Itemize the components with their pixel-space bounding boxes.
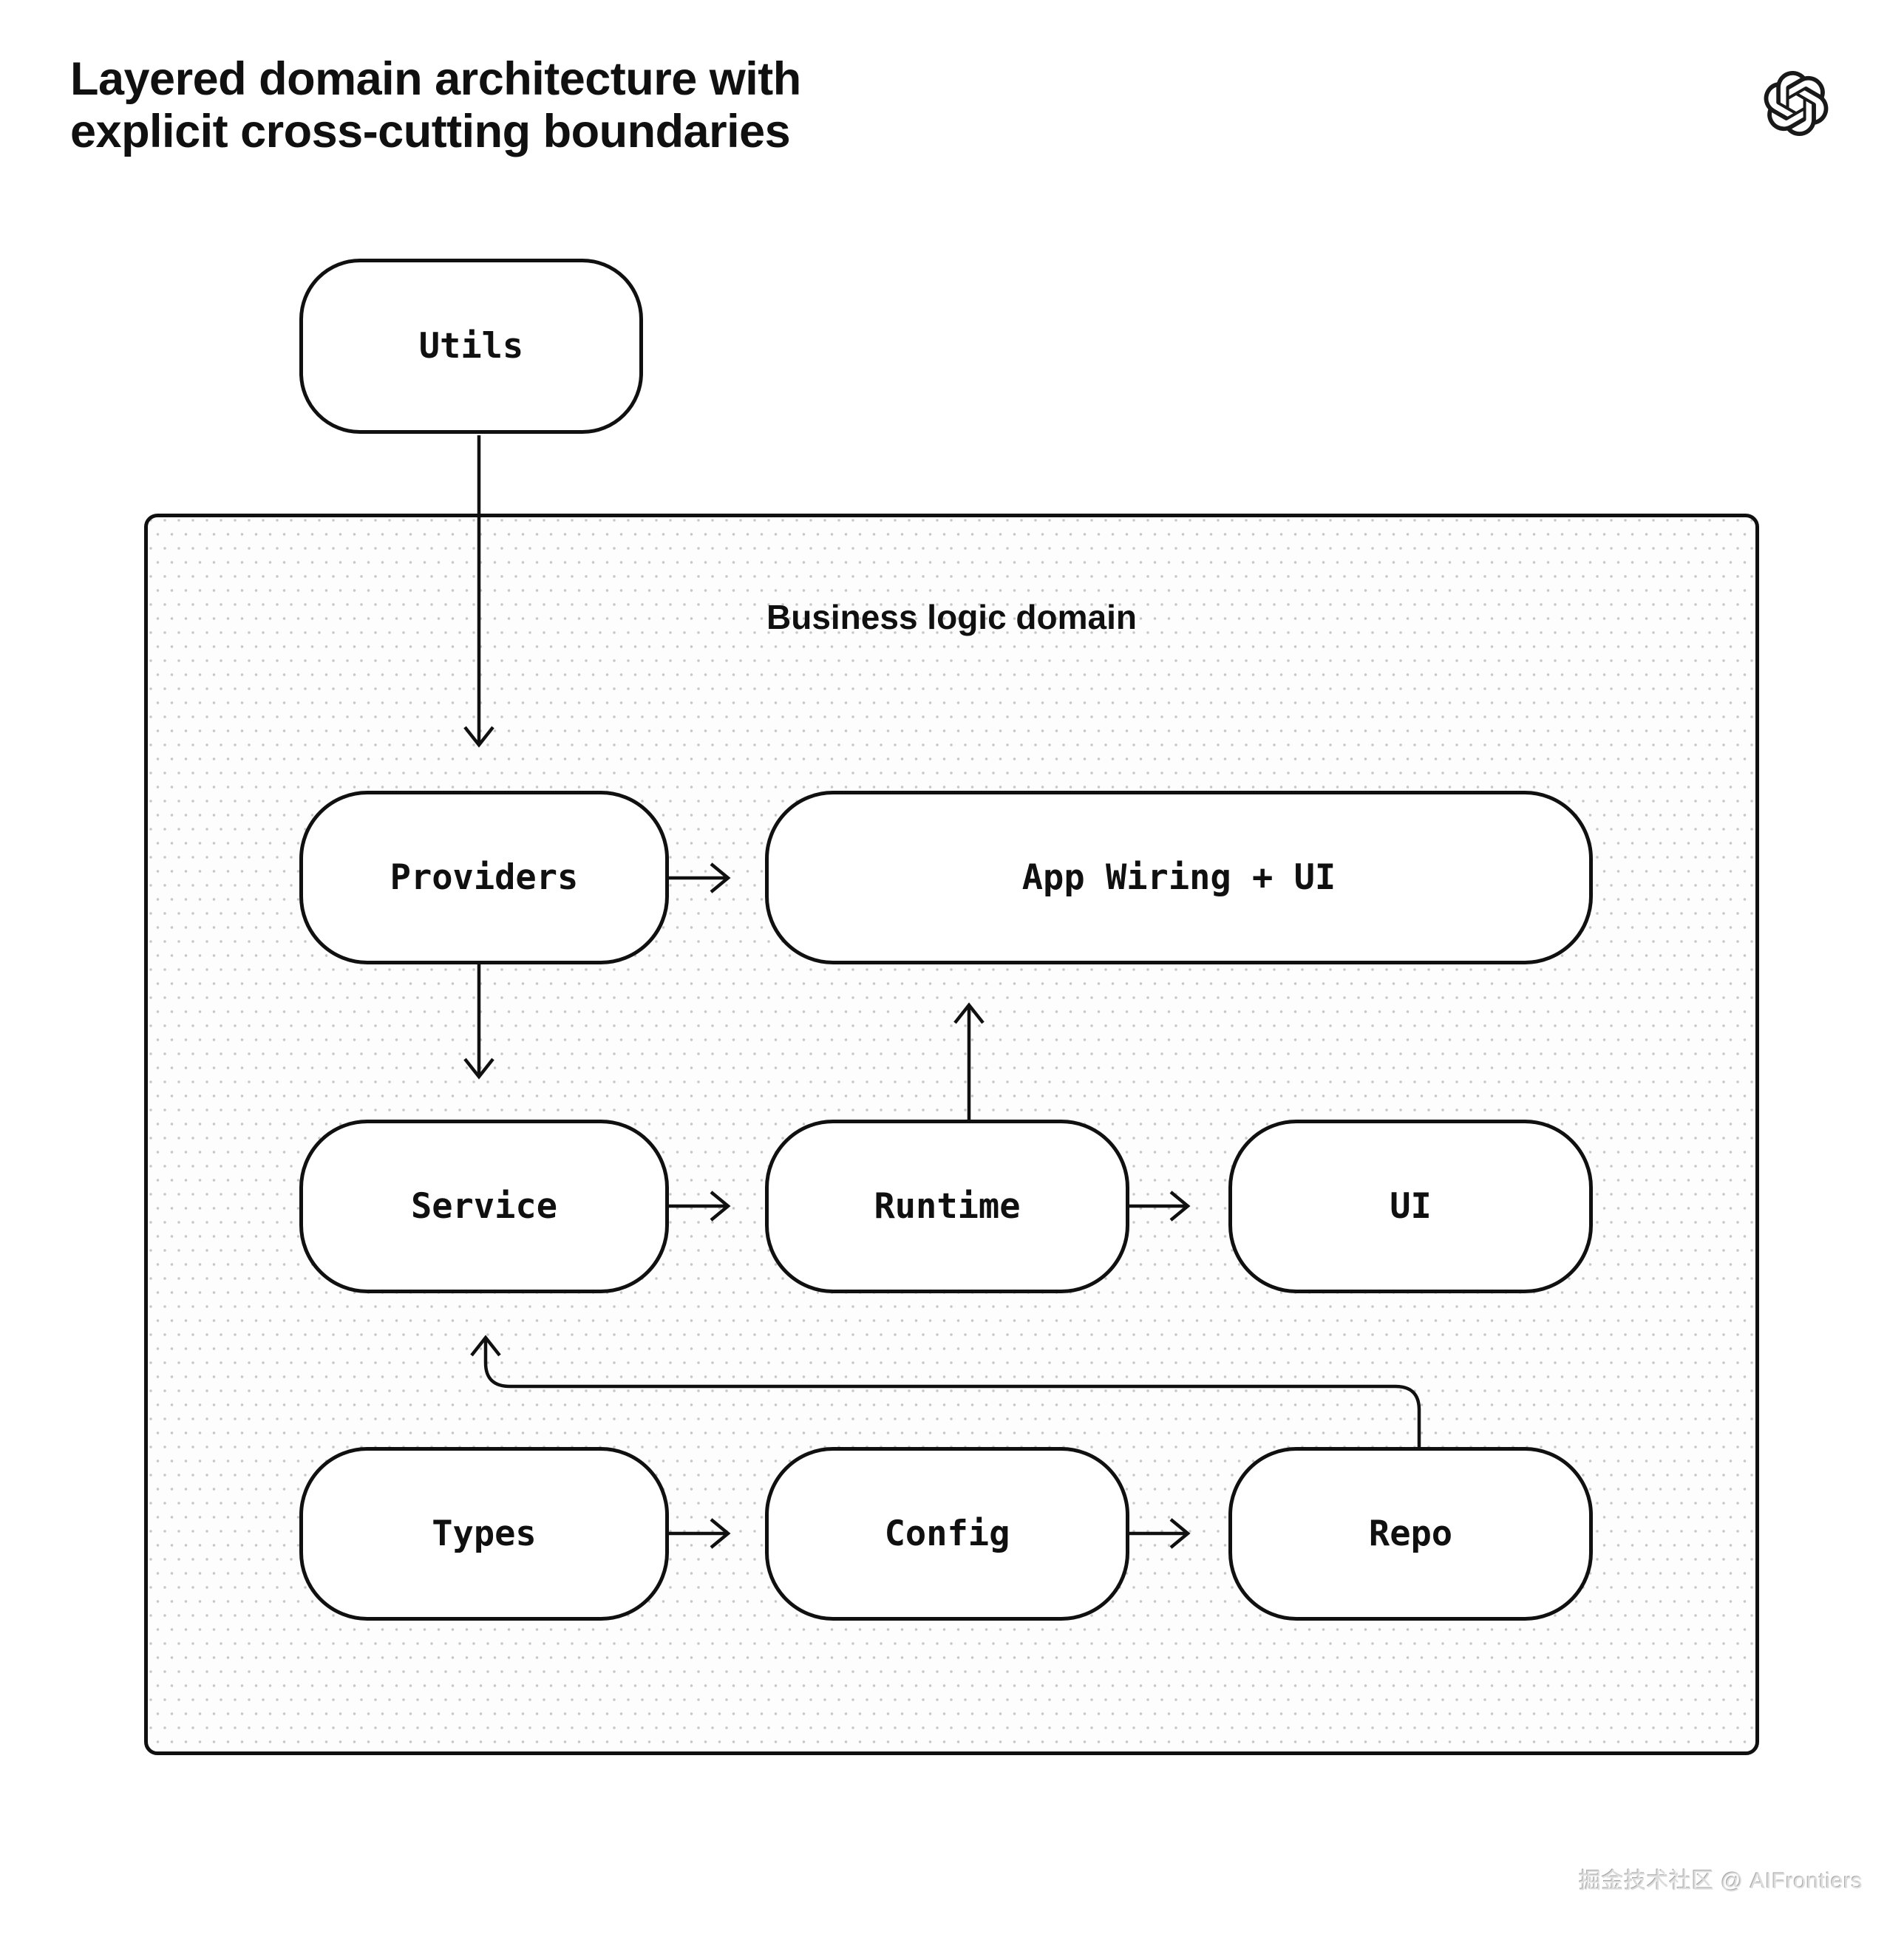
node-runtime-label: Runtime (874, 1186, 1021, 1227)
node-service-label: Service (410, 1186, 558, 1227)
page-title-line-1: Layered domain architecture with (70, 53, 801, 105)
node-config-label: Config (884, 1514, 1010, 1554)
node-providers: Providers (299, 791, 669, 964)
node-utils-label: Utils (418, 326, 524, 367)
node-repo: Repo (1228, 1447, 1593, 1621)
page-title: Layered domain architecture with explici… (70, 53, 801, 158)
node-repo-label: Repo (1368, 1514, 1453, 1554)
node-providers-label: Providers (390, 857, 579, 898)
node-app-wiring-ui: App Wiring + UI (765, 791, 1593, 964)
node-utils: Utils (299, 259, 643, 434)
domain-label: Business logic domain (766, 598, 1137, 636)
node-types-label: Types (432, 1514, 537, 1554)
node-types: Types (299, 1447, 669, 1621)
node-config: Config (765, 1447, 1129, 1621)
node-runtime: Runtime (765, 1120, 1129, 1293)
openai-logo-icon (1764, 69, 1829, 137)
node-app-wiring-ui-label: App Wiring + UI (1021, 857, 1336, 898)
watermark: 掘金技术社区 @ AIFrontiers (1579, 1869, 1863, 1893)
node-service: Service (299, 1120, 669, 1293)
node-ui-label: UI (1390, 1186, 1432, 1227)
node-ui: UI (1228, 1120, 1593, 1293)
page-title-line-2: explicit cross-cutting boundaries (70, 106, 791, 157)
